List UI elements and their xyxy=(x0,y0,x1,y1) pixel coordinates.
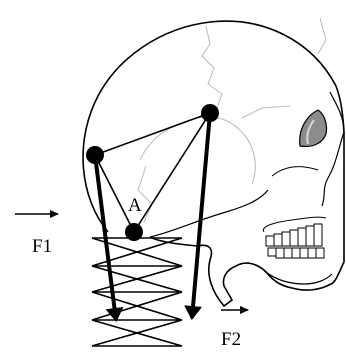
orbit-shadow xyxy=(300,110,327,147)
frontal-suture xyxy=(318,18,326,54)
skull-outline xyxy=(83,21,344,306)
sphenoid-suture xyxy=(242,106,290,184)
point-a-dot xyxy=(125,223,143,241)
right-force-arrow xyxy=(192,113,210,318)
f2-label: F2 xyxy=(221,329,241,350)
left-joint-point xyxy=(86,146,104,164)
f1-label: F1 xyxy=(32,236,52,257)
neck-spring xyxy=(92,238,182,346)
cheekbone-line xyxy=(272,167,318,176)
right-joint-point xyxy=(201,104,219,122)
skull-base-line xyxy=(150,190,268,237)
thin-muscle-lines xyxy=(95,113,210,232)
nasal-profile xyxy=(322,92,344,206)
teeth-group xyxy=(263,217,326,258)
coronal-suture xyxy=(202,26,222,110)
point-a-label: A xyxy=(128,195,142,216)
